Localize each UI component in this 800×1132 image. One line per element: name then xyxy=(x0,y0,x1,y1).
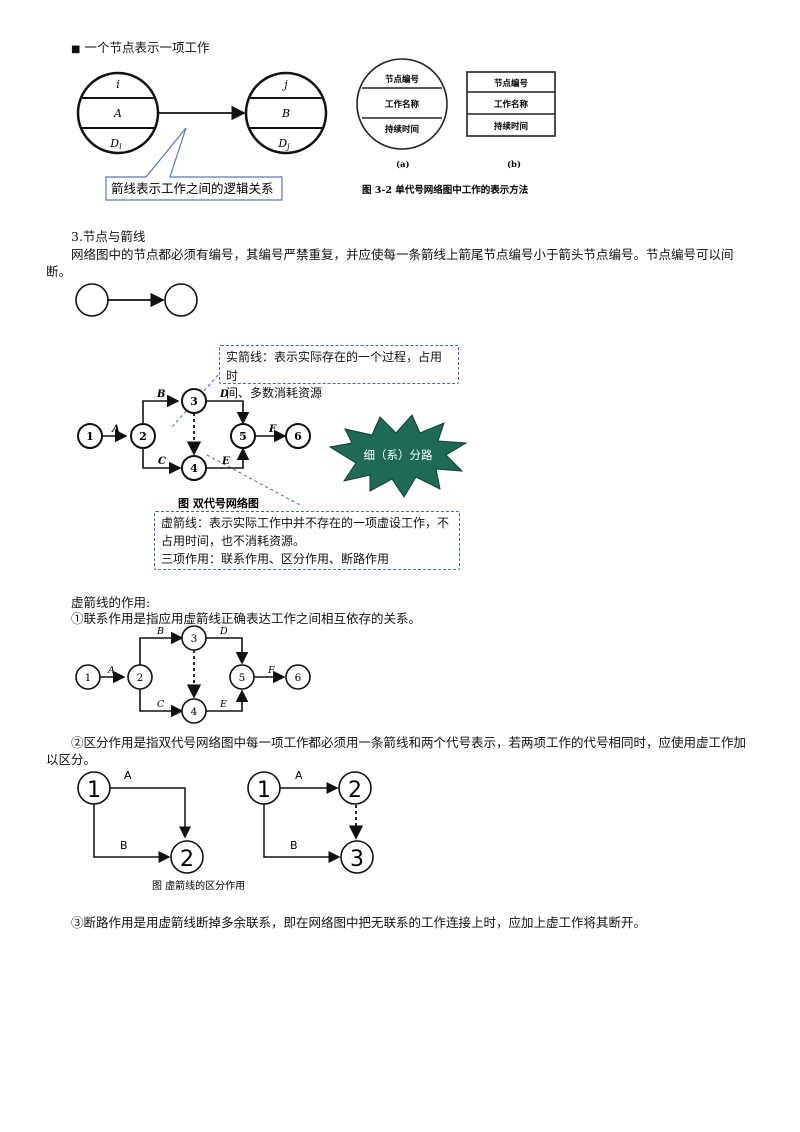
network-node-3: 3 xyxy=(190,395,198,408)
svg-text:持续时间: 持续时间 xyxy=(494,121,528,132)
svg-text:工作名称: 工作名称 xyxy=(385,99,420,110)
node-representation-figure: i A Di j B Dj 箭线表示工作之间的逻辑关系 节点编号 工作名称 持续… xyxy=(76,58,556,201)
label-C: C xyxy=(158,456,166,467)
node-i-work: A xyxy=(113,107,122,120)
svg-text:工作名称: 工作名称 xyxy=(494,99,529,110)
node-j-number: j xyxy=(281,78,288,91)
solid-arrow-note: 实箭线：表示实际存在的一个过程，占用时 间、多数消耗资源 xyxy=(219,345,459,400)
network-node-4: 4 xyxy=(190,462,198,475)
svg-text:C: C xyxy=(157,699,165,710)
dashed-arrow-note: 虚箭线：表示实际工作中并不存在的一项虚设工作，不 占用时间，也不消耗资源。 三项… xyxy=(154,511,460,570)
dummy-item-3: ③断路作用是用虚箭线断掉多余联系，即在网络图中把无联系的工作连接上时，应加上虚工… xyxy=(71,915,647,930)
svg-text:2: 2 xyxy=(180,847,194,872)
burst-text: 细（系）分路 xyxy=(364,448,433,462)
section3-paragraph: 网络图中的节点都必须有编号，其编号严禁重复，并应使每一条箭线上箭尾节点编号小于箭… xyxy=(46,247,734,279)
svg-text:持续时间: 持续时间 xyxy=(385,124,419,135)
svg-text:3: 3 xyxy=(350,847,364,872)
svg-text:F: F xyxy=(267,665,275,676)
bullet-icon: ■ xyxy=(71,44,81,55)
network-node-1: 1 xyxy=(86,430,94,443)
label-E: E xyxy=(221,456,230,467)
svg-text:2: 2 xyxy=(348,778,362,803)
network-node-5: 5 xyxy=(239,430,247,443)
dummy-heading: 虚箭线的作用: xyxy=(71,595,151,610)
svg-text:3: 3 xyxy=(191,633,198,645)
figure-a-label: (a) xyxy=(396,159,410,170)
svg-text:B: B xyxy=(290,839,298,852)
label-F: F xyxy=(268,424,277,435)
node-i-duration: Di xyxy=(109,137,122,151)
double-code-network: 1 2 3 4 5 6 A B C D E F 图 双代号网络图 细（系）分路 xyxy=(77,374,468,510)
node-j: j B Dj xyxy=(244,71,328,155)
section3-heading: 3.节点与箭线 xyxy=(71,229,146,244)
svg-text:节点编号: 节点编号 xyxy=(385,74,420,85)
svg-text:A: A xyxy=(107,665,115,676)
label-B: B xyxy=(156,389,165,400)
svg-text:节点编号: 节点编号 xyxy=(494,78,529,89)
distinguish-caption: 图 虚箭线的区分作用 xyxy=(152,879,245,892)
network-caption: 图 双代号网络图 xyxy=(178,496,259,510)
svg-text:4: 4 xyxy=(191,706,198,718)
two-node-arrow-figure xyxy=(75,283,198,317)
node-i-number: i xyxy=(116,78,120,91)
network-node-6: 6 xyxy=(294,430,302,443)
dummy-item-1: ①联系作用是指应用虚箭线正确表达工作之间相互依存的关系。 xyxy=(71,611,422,626)
dummy-item-2: ②区分作用是指双代号网络图中每一项工作都必须用一条箭线和两个代号表示，若两项工作… xyxy=(46,735,747,767)
figure-caption: 图 3-2 单代号网络图中工作的表示方法 xyxy=(362,184,529,196)
svg-text:1: 1 xyxy=(87,778,101,803)
node-i: i A Di xyxy=(76,71,160,155)
svg-text:A: A xyxy=(124,769,132,782)
svg-text:1: 1 xyxy=(257,778,271,803)
burst-shape xyxy=(328,414,468,498)
svg-text:A: A xyxy=(295,769,303,782)
figure-a-circle: 节点编号 工作名称 持续时间 (a) xyxy=(356,58,448,170)
svg-text:1: 1 xyxy=(85,672,92,684)
node-j-duration: Dj xyxy=(277,137,290,151)
label-A: A xyxy=(111,424,120,435)
callout-text: 箭线表示工作之间的逻辑关系 xyxy=(111,181,274,196)
svg-text:B: B xyxy=(156,626,164,637)
figure-b-label: (b) xyxy=(507,159,521,170)
figure-b-rect: 节点编号 工作名称 持续时间 (b) xyxy=(466,71,556,170)
svg-text:2: 2 xyxy=(137,672,144,684)
svg-text:B: B xyxy=(120,839,128,852)
network-node-2: 2 xyxy=(139,430,147,443)
distinguish-function-figure: 1 2 A B 图 虚箭线的区分作用 1 2 3 A B xyxy=(77,769,374,892)
link-function-network: 1 2 3 4 5 6 A B C D E F xyxy=(75,625,311,724)
svg-text:5: 5 xyxy=(239,672,246,684)
svg-text:D: D xyxy=(219,626,228,637)
node-j-work: B xyxy=(281,107,290,120)
callout-bubble xyxy=(105,127,283,201)
svg-text:E: E xyxy=(219,699,227,710)
section-heading: ■ 一个节点表示一项工作 xyxy=(71,40,210,55)
label-D: D xyxy=(219,389,229,400)
svg-text:6: 6 xyxy=(295,672,302,684)
